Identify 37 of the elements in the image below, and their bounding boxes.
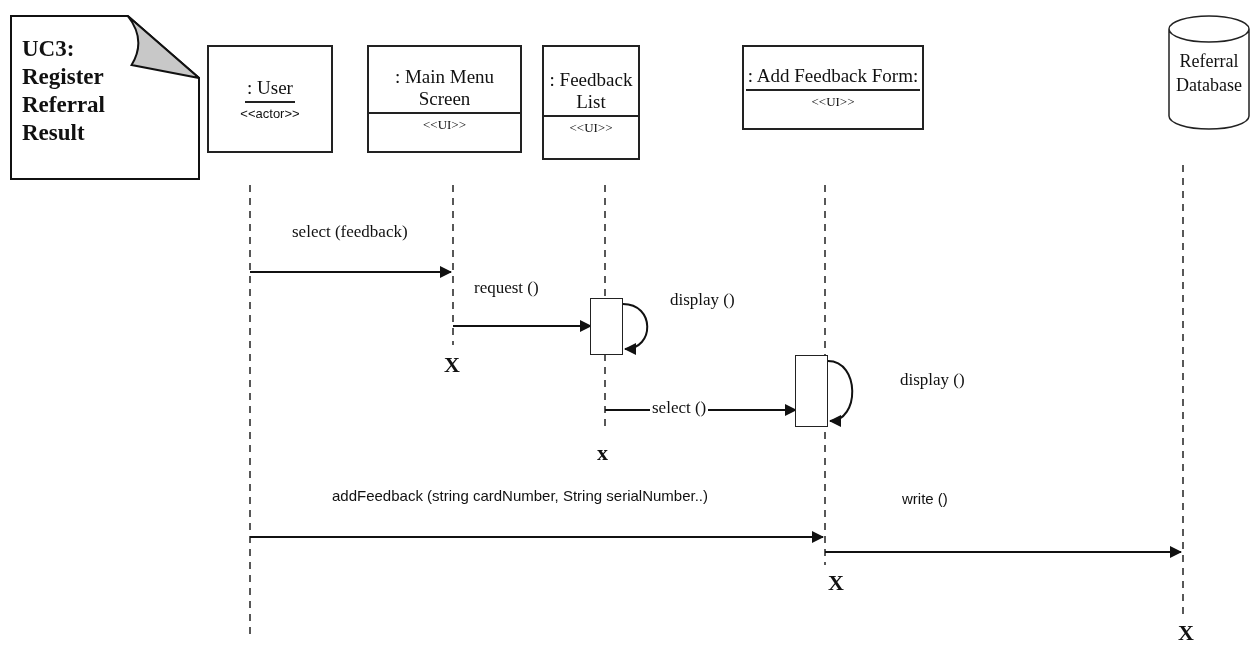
destruction-mark: x <box>597 440 608 466</box>
object-box <box>742 45 924 130</box>
message-arrow <box>824 546 1182 558</box>
object-box <box>367 45 522 153</box>
stereotype-label: <<UI>> <box>811 94 855 110</box>
object-box <box>542 45 640 160</box>
message-arrow <box>452 320 592 332</box>
database-cylinder <box>1168 15 1250 130</box>
note-text: UC3: Register Referral Result <box>22 35 106 147</box>
edge-label: write () <box>900 490 950 507</box>
object-name: : Feedback List <box>544 69 638 117</box>
stereotype-label: <<actor>> <box>240 106 300 121</box>
note-shape <box>10 15 200 180</box>
self-message-arrow <box>622 303 649 354</box>
self-message-arrow <box>827 360 854 426</box>
edge-label: addFeedback (string cardNumber, String serialNumber..) <box>330 487 710 504</box>
edge-label: request () <box>472 278 541 298</box>
stereotype-label: <<UI>> <box>422 116 466 133</box>
edge-label: select () <box>650 398 709 418</box>
edge-label: display () <box>668 290 737 310</box>
activation-bar <box>795 355 828 427</box>
object-box <box>207 45 333 153</box>
message-arrow <box>249 531 824 543</box>
edge-label: select (feedback) <box>290 222 410 242</box>
object-name: : Add Feedback Form: <box>745 65 921 91</box>
destruction-mark: X <box>444 352 460 378</box>
lifeline <box>1180 165 1186 615</box>
stereotype-label: <<UI>> <box>569 120 613 136</box>
destruction-mark: X <box>828 570 844 596</box>
object-name: : User <box>245 77 295 103</box>
lifeline <box>450 185 456 345</box>
object-name: : Main Menu Screen <box>369 65 520 114</box>
database-name: Referral Database <box>1175 50 1243 97</box>
destruction-mark: X <box>1178 620 1194 646</box>
activation-bar <box>590 298 623 355</box>
edge-label: display () <box>898 370 967 390</box>
message-arrow <box>249 266 452 278</box>
